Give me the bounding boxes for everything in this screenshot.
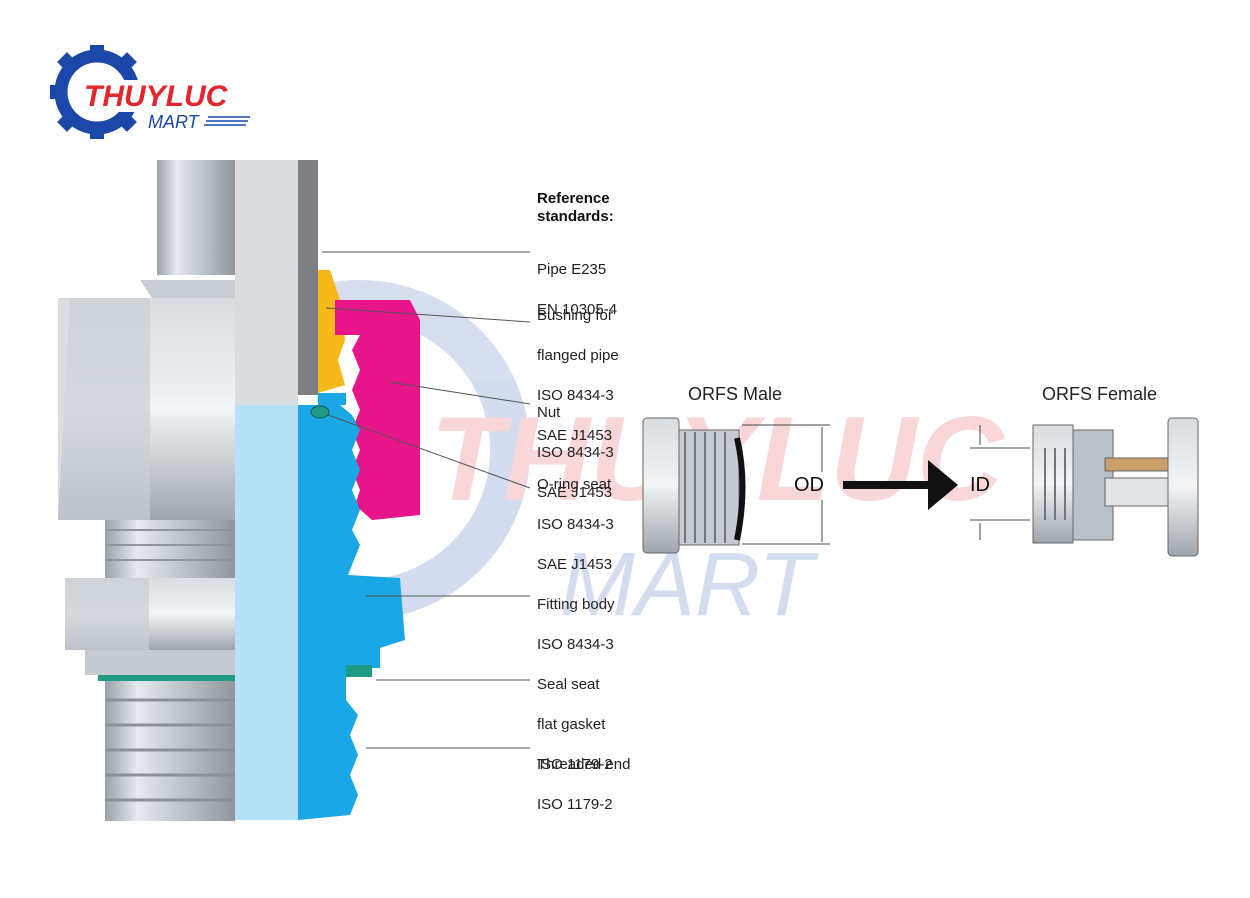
female-nut [1032,424,1074,544]
id-label: ID [970,474,990,496]
seal-section [346,665,372,677]
logo: THUYLUC MART [50,45,250,139]
pipe-exterior [157,160,235,275]
label-bushing: Bushing for flanged pipe ISO 8434-3 SAE … [537,307,619,444]
orfs-male-fitting [642,417,830,554]
body-section [298,405,405,820]
reference-heading: Reference standards: [537,190,614,225]
label-nut: Nut ISO 8434-3 SAE J1453 [537,404,614,501]
arrow-icon [843,460,958,510]
label-threaded-end: Threaded end ISO 1179-2 [537,756,631,813]
orfs-female-title: ORFS Female [1042,384,1158,404]
male-hex [642,417,680,554]
orfs-male-title: ORFS Male [688,384,783,404]
seal-exterior [98,675,235,681]
logo-brand-bottom: MART [148,112,201,132]
female-hex [1167,417,1199,557]
label-pipe: Pipe E235 EN 10305-4 [537,261,618,318]
o-ring-section [310,405,330,419]
label-o-ring-seat: O-ring seat ISO 8434-3 SAE J1453 [537,476,614,573]
label-seal-seat: Seal seat flat gasket ISO 1179-2 [537,676,613,773]
fitting-exterior [58,160,235,821]
pipe-bore [235,160,298,405]
logo-brand-top: THUYLUC [84,80,229,113]
od-label: OD [794,474,824,496]
leader-lines [322,251,531,749]
female-bushing [1104,457,1171,472]
male-body [678,429,740,546]
pipe-wall [298,160,318,395]
male-o-ring [734,437,746,541]
watermark-brand-bottom: MART [560,535,819,635]
orfs-female-fitting [970,417,1199,557]
label-fitting-body: Fitting body ISO 8434-3 [537,596,615,653]
cross-section [235,160,420,820]
body-bore [235,405,298,820]
